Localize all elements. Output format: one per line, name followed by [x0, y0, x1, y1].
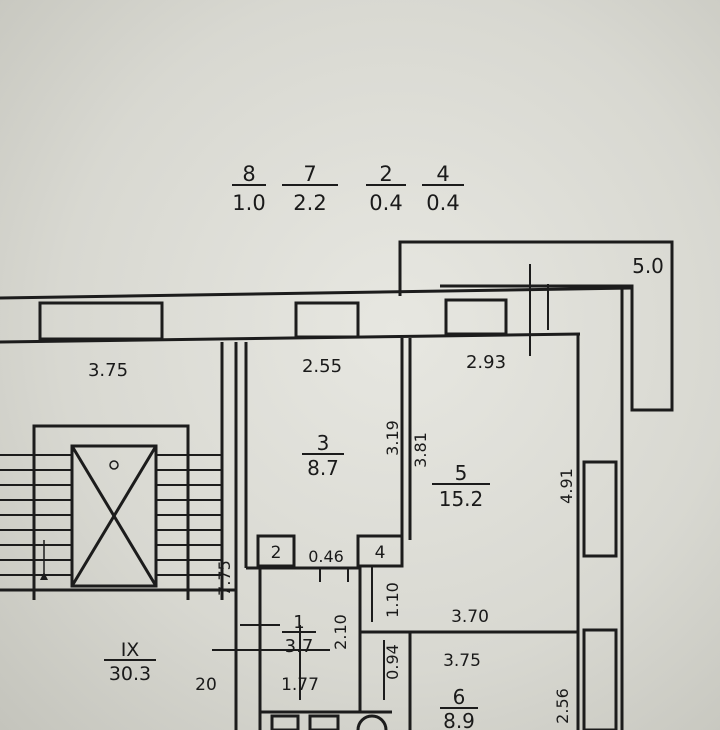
room3-area: 8.7	[307, 456, 339, 480]
dim-room5-bottom: 3.70	[451, 607, 489, 627]
legend-4-area: 0.4	[426, 191, 459, 215]
room5-area: 15.2	[439, 487, 484, 511]
room1-area: 3.7	[285, 636, 314, 657]
window-room5	[444, 298, 508, 336]
balcony-outline	[398, 240, 674, 412]
room6-num: 6	[453, 685, 466, 709]
dim-hall-width: 3.75	[88, 360, 128, 381]
legend-8-area: 1.0	[232, 191, 265, 215]
window-room3	[294, 301, 360, 339]
window-room6-side	[582, 628, 618, 730]
bath-fixture-c	[356, 714, 388, 730]
dim-stair-gap: 7.75	[215, 560, 234, 596]
stair-hall-num: IX	[121, 639, 140, 661]
room1-num: 1	[293, 612, 304, 633]
legend-4-num: 4	[436, 162, 449, 186]
closet-4	[356, 534, 404, 568]
stair-frame	[32, 424, 190, 600]
room5-num: 5	[455, 461, 468, 485]
dim-room5-height: 3.81	[411, 432, 430, 468]
dim-room6-side: 2.56	[553, 688, 572, 724]
legend-7-area: 2.2	[293, 191, 326, 215]
dim-closet-width: 0.46	[308, 547, 344, 566]
legend-8-num: 8	[242, 162, 255, 186]
dim-room5-side: 4.91	[557, 468, 576, 504]
dim-room1-width: 1.77	[281, 675, 319, 695]
stair-hall-area: 30.3	[109, 663, 151, 685]
dim-wall-gap: 0.94	[383, 644, 402, 680]
dim-room5-width: 2.93	[466, 352, 506, 373]
legend: 8 1.0 7 2.2 2 0.4 4 0.4	[232, 162, 459, 215]
legend-7-num: 7	[303, 162, 316, 186]
window-room5-side	[582, 460, 618, 558]
outer-wall-top	[0, 286, 633, 300]
balcony-area: 5.0	[632, 254, 664, 278]
dim-hall-depth: 20	[195, 675, 217, 695]
bath-fixture-b	[308, 714, 340, 730]
bath-fixture-a	[270, 714, 300, 730]
room3-num: 3	[317, 431, 330, 455]
legend-2-num: 2	[379, 162, 392, 186]
legend-2-area: 0.4	[369, 191, 402, 215]
closet4-num: 4	[375, 543, 386, 563]
dim-room3-height: 3.19	[383, 420, 402, 456]
dim-room6-width: 3.75	[443, 651, 481, 671]
window-hall	[38, 301, 164, 341]
stair-diagonal-b	[70, 445, 158, 587]
room6-area: 8.9	[443, 709, 475, 730]
dim-corridor-width: 1.10	[383, 582, 402, 618]
closet2-num: 2	[271, 543, 282, 563]
closet-2	[256, 534, 296, 568]
dim-room1-height: 2.10	[331, 614, 350, 650]
dim-room3-width: 2.55	[302, 356, 342, 377]
